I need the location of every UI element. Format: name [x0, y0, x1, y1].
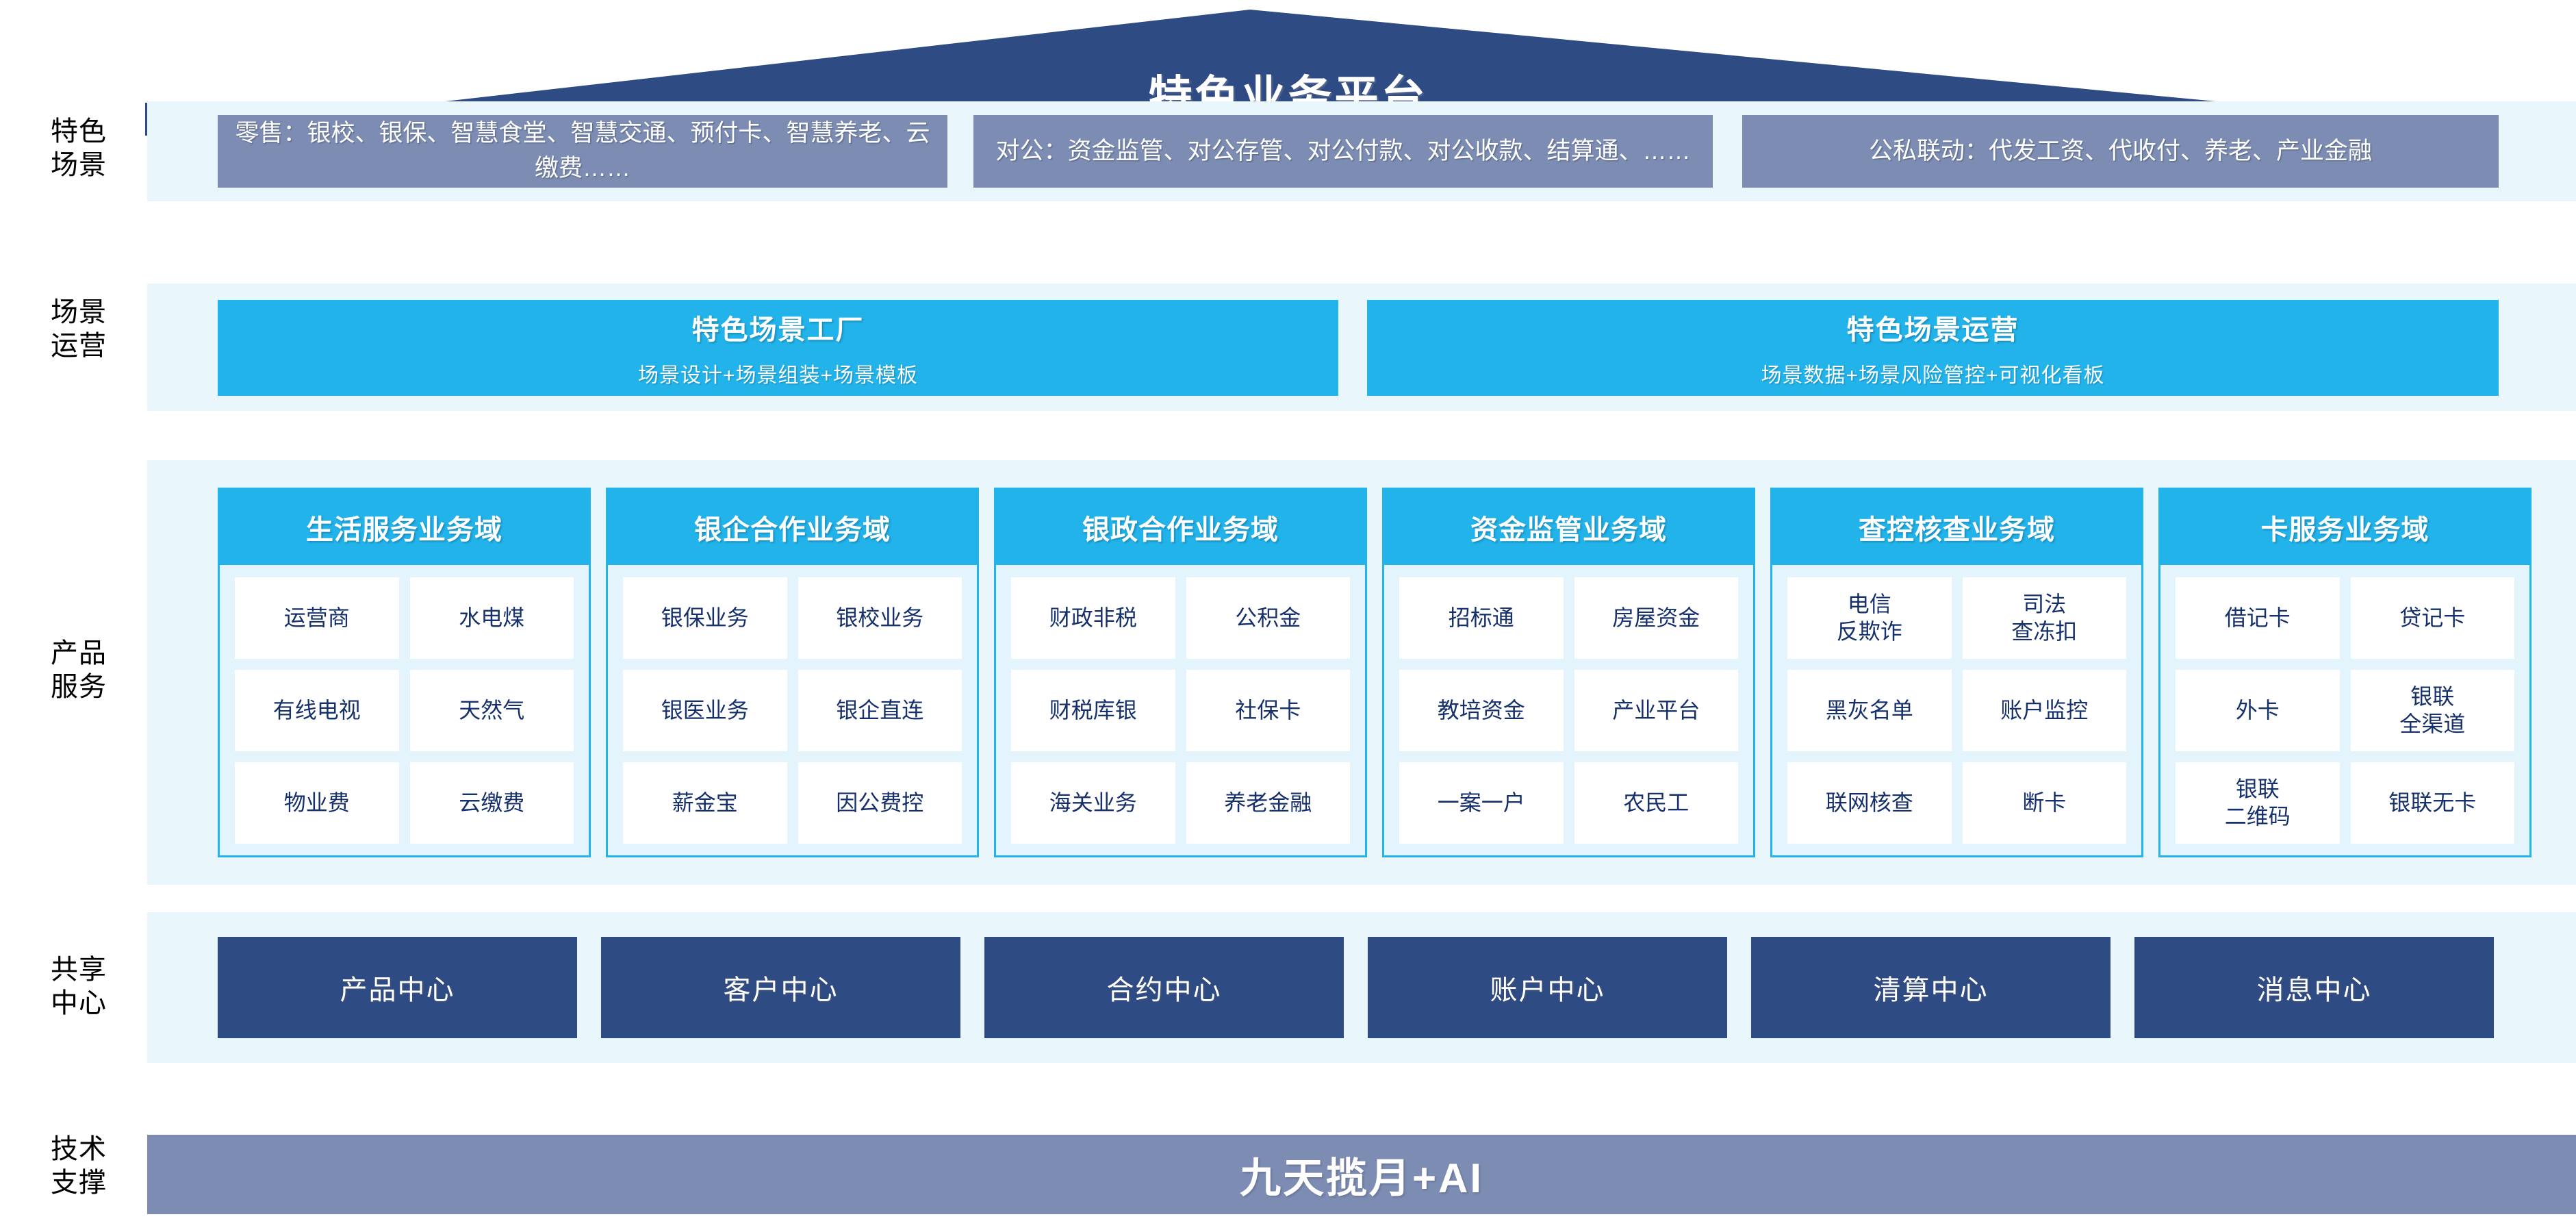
domain-item[interactable]: 黑灰名单 [1787, 670, 1952, 751]
domain-investigation-control[interactable]: 查控核查业务域 电信 反欺诈 司法 查冻扣 黑灰名单 账户监控 联网核查 断卡 [1770, 488, 2143, 857]
domain-item[interactable]: 一案一户 [1399, 762, 1564, 844]
domain-item[interactable]: 银保业务 [623, 577, 787, 659]
domain-item[interactable]: 天然气 [409, 670, 574, 751]
shared-center-product[interactable]: 产品中心 [218, 937, 577, 1038]
domain-bank-government[interactable]: 银政合作业务域 财政非税 公积金 财税库银 社保卡 海关业务 养老金融 [994, 488, 1367, 857]
domain-item[interactable]: 外卡 [2176, 670, 2340, 751]
row-label-tech-support: 技术 支撑 [51, 1134, 107, 1198]
domain-title: 银企合作业务域 [608, 490, 977, 565]
domain-item[interactable]: 物业费 [235, 762, 399, 844]
domain-item[interactable]: 运营商 [235, 577, 399, 659]
shared-center-customer[interactable]: 客户中心 [601, 937, 960, 1038]
domain-item[interactable]: 有线电视 [235, 670, 399, 751]
domain-item-grid: 运营商 水电煤 有线电视 天然气 物业费 云缴费 [220, 565, 589, 857]
domain-item[interactable]: 财税库银 [1011, 670, 1175, 751]
domain-item[interactable]: 财政非税 [1011, 577, 1175, 659]
domain-item-grid: 招标通 房屋资金 教培资金 产业平台 一案一户 农民工 [1384, 565, 1753, 857]
domain-item[interactable]: 产业平台 [1574, 670, 1738, 751]
ops-operation-title: 特色场景运营 [1846, 315, 2019, 345]
scene-box-public-private[interactable]: 公私联动：代发工资、代收付、养老、产业金融 [1742, 115, 2499, 188]
domain-item-grid: 财政非税 公积金 财税库银 社保卡 海关业务 养老金融 [996, 565, 1365, 857]
domain-card-service[interactable]: 卡服务业务域 借记卡 贷记卡 外卡 银联 全渠道 银联 二维码 银联无卡 [2158, 488, 2532, 857]
domain-item[interactable]: 贷记卡 [2350, 577, 2514, 659]
domain-life-service[interactable]: 生活服务业务域 运营商 水电煤 有线电视 天然气 物业费 云缴费 [218, 488, 591, 857]
tech-support-bar[interactable]: 九天揽月+AI [147, 1135, 2576, 1214]
domain-item[interactable]: 房屋资金 [1574, 577, 1738, 659]
row-label-products: 产品 服务 [51, 638, 107, 702]
row-label-scenes: 特色 场景 [51, 116, 107, 180]
ops-box-scene-factory[interactable]: 特色场景工厂 场景设计+场景组装+场景模板 [218, 300, 1338, 396]
ops-box-scene-operation[interactable]: 特色场景运营 场景数据+场景风险管控+可视化看板 [1367, 300, 2499, 396]
domain-item-grid: 借记卡 贷记卡 外卡 银联 全渠道 银联 二维码 银联无卡 [2160, 565, 2529, 857]
domain-item[interactable]: 教培资金 [1399, 670, 1564, 751]
scene-box-corporate[interactable]: 对公：资金监管、对公存管、对公付款、对公收款、结算通、…… [973, 115, 1713, 188]
domain-title: 卡服务业务域 [2160, 490, 2529, 565]
domain-item[interactable]: 银企直连 [798, 670, 962, 751]
domain-item[interactable]: 银医业务 [623, 670, 787, 751]
domain-item[interactable]: 银联 全渠道 [2350, 670, 2514, 751]
domain-item[interactable]: 银联无卡 [2350, 762, 2514, 844]
domain-title: 银政合作业务域 [996, 490, 1365, 565]
domain-item[interactable]: 因公费控 [798, 762, 962, 844]
domain-item[interactable]: 海关业务 [1011, 762, 1175, 844]
domain-title: 查控核查业务域 [1772, 490, 2141, 565]
shared-center-account[interactable]: 账户中心 [1368, 937, 1727, 1038]
domain-item-grid: 电信 反欺诈 司法 查冻扣 黑灰名单 账户监控 联网核查 断卡 [1772, 565, 2141, 857]
domain-item[interactable]: 农民工 [1574, 762, 1738, 844]
ops-factory-title: 特色场景工厂 [691, 315, 865, 345]
domain-item[interactable]: 账户监控 [1962, 670, 2126, 751]
scene-box-retail[interactable]: 零售：银校、银保、智慧食堂、智慧交通、预付卡、智慧养老、云缴费…… [218, 115, 947, 188]
domain-item[interactable]: 公积金 [1186, 577, 1350, 659]
domain-bank-enterprise[interactable]: 银企合作业务域 银保业务 银校业务 银医业务 银企直连 薪金宝 因公费控 [606, 488, 979, 857]
domain-item[interactable]: 社保卡 [1186, 670, 1350, 751]
domain-item[interactable]: 联网核查 [1787, 762, 1952, 844]
domain-item[interactable]: 水电煤 [409, 577, 574, 659]
domain-item[interactable]: 养老金融 [1186, 762, 1350, 844]
domain-title: 生活服务业务域 [220, 490, 589, 565]
domain-item[interactable]: 银校业务 [798, 577, 962, 659]
domain-title: 资金监管业务域 [1384, 490, 1753, 565]
domain-item[interactable]: 借记卡 [2176, 577, 2340, 659]
row-label-shared-centers: 共享 中心 [51, 955, 107, 1018]
domain-item[interactable]: 断卡 [1962, 762, 2126, 844]
domain-item[interactable]: 薪金宝 [623, 762, 787, 844]
domain-item[interactable]: 银联 二维码 [2176, 762, 2340, 844]
row-label-operations: 场景 运营 [51, 297, 107, 361]
shared-center-contract[interactable]: 合约中心 [984, 937, 1344, 1038]
shared-center-settlement[interactable]: 清算中心 [1751, 937, 2110, 1038]
domain-item[interactable]: 司法 查冻扣 [1962, 577, 2126, 659]
ops-operation-subtitle: 场景数据+场景风险管控+可视化看板 [1761, 364, 2105, 387]
domain-item-grid: 银保业务 银校业务 银医业务 银企直连 薪金宝 因公费控 [608, 565, 977, 857]
domain-item[interactable]: 电信 反欺诈 [1787, 577, 1952, 659]
domain-fund-supervision[interactable]: 资金监管业务域 招标通 房屋资金 教培资金 产业平台 一案一户 农民工 [1382, 488, 1755, 857]
shared-center-message[interactable]: 消息中心 [2134, 937, 2494, 1038]
ops-factory-subtitle: 场景设计+场景组装+场景模板 [637, 364, 919, 387]
domain-item[interactable]: 云缴费 [409, 762, 574, 844]
domain-item[interactable]: 招标通 [1399, 577, 1564, 659]
